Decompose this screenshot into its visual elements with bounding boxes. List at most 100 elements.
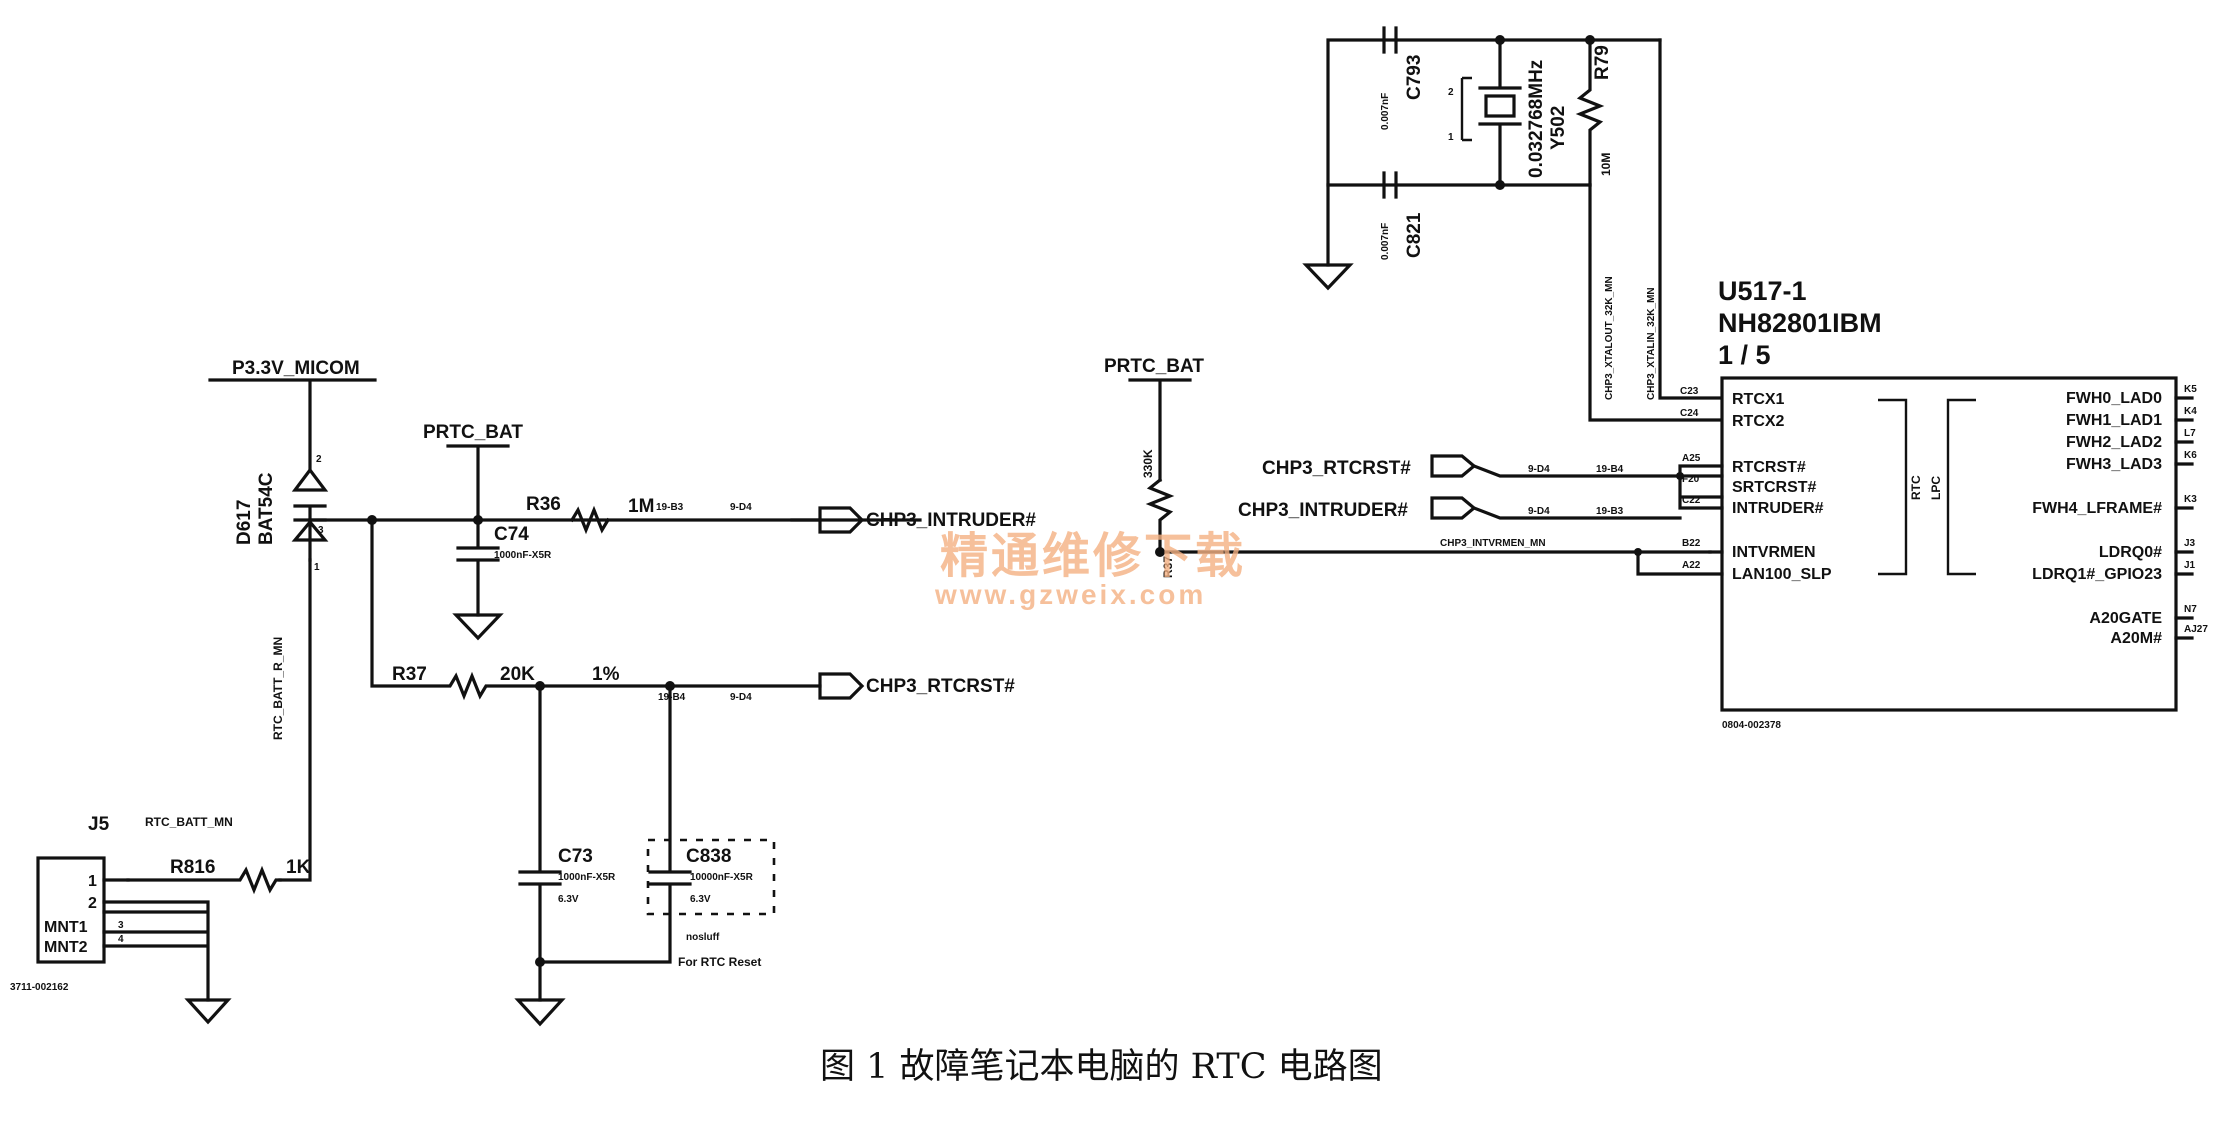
- junction-intvrmen: [1155, 547, 1165, 557]
- wire-intruder-in: [1471, 505, 1682, 520]
- c793-val: 0.007nF: [1380, 93, 1391, 130]
- r79-ref: R79: [1592, 45, 1613, 80]
- connector-pinnum-3: 3: [118, 920, 124, 931]
- junction-rtcrst: [1676, 472, 1684, 480]
- ic-unit: 1 / 5: [1718, 340, 1771, 370]
- junction-xtal-top: [1495, 35, 1505, 45]
- ic-pin-name: FWH1_LAD1: [2066, 412, 2162, 429]
- resistor-r816: [126, 865, 282, 895]
- net-rtc-batt: RTC_BATT_MN: [145, 815, 233, 829]
- ic-pin-num: A25: [1682, 453, 1701, 464]
- ic-pin-num: N7: [2184, 604, 2197, 615]
- c821-val: 0.007nF: [1380, 223, 1391, 260]
- ic-right-pin-wires: [2174, 396, 2194, 640]
- net-xtalin: CHP3_XTALIN_32K_MN: [1646, 287, 1657, 400]
- offpage-in-page2: 19-B4: [1596, 464, 1624, 475]
- power-label-p33: P3.3V_MICOM: [232, 358, 360, 379]
- net-xtalout: CHP3_XTALOUT_32K_MN: [1604, 276, 1615, 400]
- r37-page2: 9-D4: [730, 692, 752, 703]
- net-intvrmen: CHP3_INTVRMEN_MN: [1440, 538, 1546, 549]
- ic-pin-name: FWH0_LAD0: [2066, 390, 2162, 407]
- ic-right-pins: FWH0_LAD0 K5 FWH1_LAD1 K4 FWH2_LAD2 L7 F…: [2032, 384, 2208, 647]
- ic-pin-name: FWH3_LAD3: [2066, 456, 2162, 473]
- ic-pin-name: RTCRST#: [1732, 459, 1806, 476]
- capacitor-c74: [456, 518, 500, 617]
- connector-pin-1: 1: [88, 873, 97, 890]
- figure-caption: 图 1 故障笔记本电脑的 RTC 电路图: [820, 1047, 1383, 1087]
- watermark-cn: 精通维修下载: [940, 528, 1246, 584]
- resistor-r37: [370, 518, 822, 701]
- junction-xtal-bottom: [1495, 180, 1505, 190]
- power-label-prtc2: PRTC_BAT: [1104, 356, 1204, 377]
- crystal-pin2: 2: [1448, 87, 1454, 98]
- ic-pin-name: LDRQ0#: [2099, 544, 2162, 561]
- offpage-intruder-in: [1430, 496, 1477, 520]
- ic-pin-num: J3: [2184, 538, 2196, 549]
- r36-val: 1M: [628, 496, 654, 517]
- ic-pin-name: RTCX1: [1732, 391, 1785, 408]
- offpage-rtcrst-in-label: CHP3_RTCRST#: [1262, 458, 1411, 479]
- r37-page1: 19-B4: [658, 692, 686, 703]
- ic-pin-name: SRTCRST#: [1732, 479, 1817, 496]
- ground-symbol-c73: [514, 998, 566, 1027]
- ic-pin-name: LAN100_SLP: [1732, 566, 1832, 583]
- power-label-prtc1: PRTC_BAT: [423, 422, 523, 443]
- c74-val: 1000nF-X5R: [494, 550, 552, 561]
- ic-pin-num: F20: [1682, 474, 1700, 485]
- ground-symbol-j5: [184, 998, 232, 1025]
- ic-pin-name: LDRQ1#_GPIO23: [2032, 566, 2162, 583]
- diode-pin2: 2: [316, 454, 322, 465]
- crystal-freq: 0.032768MHz: [1526, 60, 1547, 178]
- ic-part: NH82801IBM: [1718, 308, 1882, 338]
- diode-lower: [291, 518, 329, 562]
- watermark-url: www.gzweix.com: [934, 579, 1206, 610]
- r36-ref: R36: [526, 494, 561, 515]
- ic-pin-num: AJ27: [2184, 624, 2208, 635]
- junction-r79-top: [1585, 35, 1595, 45]
- wire-rtcrst-in: [1471, 463, 1682, 478]
- connector-body: [36, 856, 106, 964]
- ic-pin-num: J1: [2184, 560, 2196, 571]
- ic-footer: 0804-002378: [1722, 720, 1781, 731]
- ic-left-pins: C23 RTCX1 C24 RTCX2 A25 RTCRST# F20 SRTC…: [1680, 386, 1832, 583]
- offpage-in-page4: 19-B3: [1596, 506, 1624, 517]
- capacitor-c821: [1382, 171, 1398, 199]
- ic-group-brackets: [1878, 398, 1976, 576]
- offpage-rtcrst-out: [818, 672, 865, 700]
- connector-part: 3711-002162: [10, 982, 69, 993]
- ic-pin-name: INTRUDER#: [1732, 500, 1824, 517]
- ic-pin-num: K6: [2184, 450, 2197, 461]
- r816-ref: R816: [170, 857, 215, 878]
- resistor-r36: [569, 505, 611, 535]
- power-bar-p33: [208, 378, 377, 472]
- ic-pin-name: FWH2_LAD2: [2066, 434, 2162, 451]
- c838-ref: C838: [686, 846, 731, 867]
- offpage-in-page1: 9-D4: [1528, 464, 1550, 475]
- connector-pin-mnt2: MNT2: [44, 939, 88, 956]
- connector-pinnum-4: 4: [118, 934, 124, 945]
- c838-note: nosluff: [686, 932, 720, 943]
- crystal-y502: [1478, 38, 1522, 187]
- ic-left-pin-wires: [1636, 464, 1724, 576]
- r37-tol: 1%: [592, 664, 620, 685]
- ic-pin-name: RTCX2: [1732, 413, 1785, 430]
- r37-ref: R37: [392, 664, 427, 685]
- ic-pin-num: A22: [1682, 560, 1701, 571]
- ic-pin-num: B22: [1682, 538, 1701, 549]
- resistor-r79: [1575, 38, 1605, 187]
- wire-rtc-batt: [278, 558, 312, 882]
- c821-ref: C821: [1404, 212, 1425, 258]
- ic-pin-name: INTVRMEN: [1732, 544, 1816, 561]
- crystal-pin1: 1: [1448, 132, 1454, 143]
- capacitor-c73: [518, 684, 562, 1002]
- offpage-rtcrst-out-label: CHP3_RTCRST#: [866, 676, 1015, 697]
- ic-body: [1720, 376, 2178, 712]
- pullup-val: 330K: [1141, 449, 1155, 478]
- c838-volt: 6.3V: [690, 894, 711, 905]
- c73-volt: 6.3V: [558, 894, 579, 905]
- ic-pin-num: K4: [2184, 406, 2197, 417]
- resistor-pullup: [1145, 477, 1175, 554]
- offpage-intruder-in-label: CHP3_INTRUDER#: [1238, 500, 1408, 521]
- r816-val: 1K: [286, 857, 311, 878]
